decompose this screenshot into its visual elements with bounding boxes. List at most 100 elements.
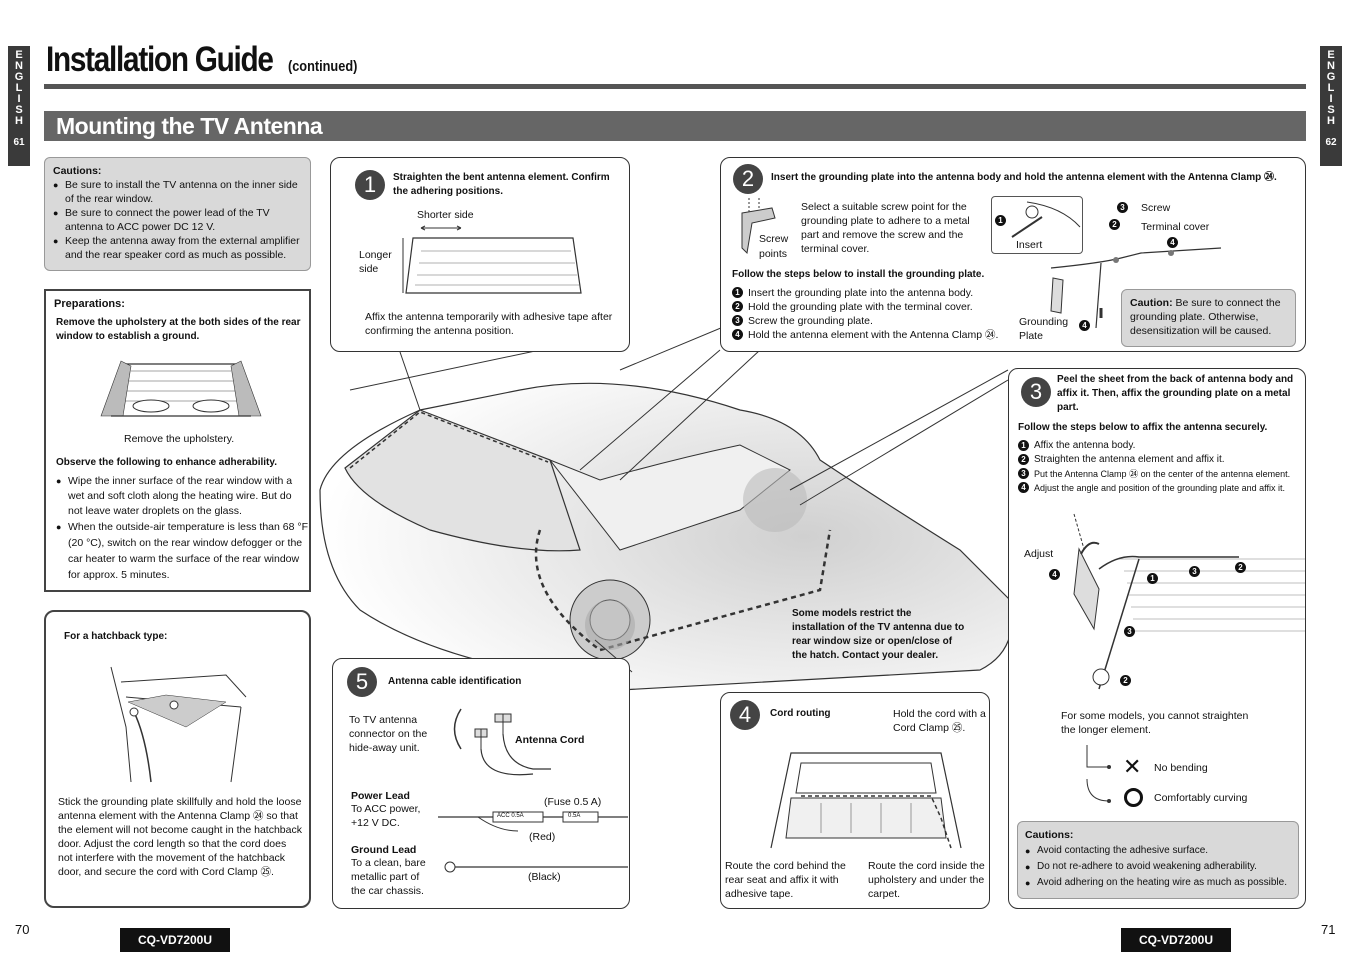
preparations-box: Preparations: Remove the upholstery at t… bbox=[44, 289, 311, 592]
circled-number-icon: 1 bbox=[1018, 440, 1029, 451]
page-title: Installation Guide (continued) bbox=[46, 40, 357, 80]
list-item: Avoid contacting the adhesive surface. bbox=[1025, 843, 1297, 859]
list-item: When the outside-air temperature is less… bbox=[56, 519, 308, 583]
acc-label: ACC 0.5A bbox=[497, 813, 524, 819]
circled-number-icon: 2 bbox=[1109, 219, 1120, 230]
step2-select-text: Select a suitable screw point for the gr… bbox=[801, 201, 970, 255]
lang-letters: E N G L I S H bbox=[1326, 49, 1336, 127]
caution-text: Be sure to connect the grounding plate. … bbox=[1130, 297, 1281, 337]
model-label-right: CQ-VD7200U bbox=[1121, 928, 1231, 952]
antenna-cord-label: Antenna Cord bbox=[515, 734, 585, 746]
step-number-icon: 5 bbox=[347, 667, 377, 697]
list-item: Be sure to connect the power lead of the… bbox=[53, 206, 307, 234]
caution-head: Caution: bbox=[1130, 297, 1173, 309]
shorter-side-label: Shorter side bbox=[417, 209, 474, 221]
screw-points-label: Screw points bbox=[759, 233, 789, 260]
step1-text: Affix the antenna temporarily with adhes… bbox=[365, 311, 613, 337]
list-item-text: Put the Antenna Clamp ㉔ on the center of… bbox=[1034, 469, 1291, 479]
fuse-small-label: 0.5A bbox=[568, 813, 581, 819]
circled-number-icon: 2 bbox=[1120, 675, 1131, 686]
title-text: Installation Guide bbox=[46, 40, 274, 79]
page-number-right: 71 bbox=[1321, 922, 1336, 937]
list-item: 1 Affix the antenna body. bbox=[1018, 439, 1308, 453]
to-tv-text: To TV antenna connector on the hide-away… bbox=[349, 714, 428, 754]
title-continued: (continued) bbox=[287, 58, 358, 75]
list-item-text: Insert the grounding plate into the ante… bbox=[748, 287, 974, 299]
circled-number-icon: 4 bbox=[1049, 569, 1060, 580]
car-illustration bbox=[319, 319, 1013, 691]
list-item-text: Hold the antenna element with the Antenn… bbox=[748, 329, 999, 341]
models-restrict-note: Some models restrict the installation of… bbox=[792, 608, 965, 661]
power-lead-text: To ACC power, +12 V DC. bbox=[351, 803, 421, 829]
hatchback-box: For a hatchback type: Stick the groundin… bbox=[44, 610, 311, 908]
comfortably-label: Comfortably curving bbox=[1154, 792, 1248, 804]
step-number-icon: 4 bbox=[730, 700, 760, 730]
tab-page-number: 62 bbox=[1325, 137, 1337, 148]
no-bending-label: No bending bbox=[1154, 762, 1208, 774]
circle-icon bbox=[1124, 788, 1143, 807]
list-item: 3 Put the Antenna Clamp ㉔ on the center o… bbox=[1018, 467, 1308, 481]
circled-number-icon: 3 bbox=[1124, 626, 1135, 637]
language-tab-right: E N G L I S H 62 bbox=[1320, 46, 1342, 166]
hatchback-heading: For a hatchback type: bbox=[64, 631, 168, 642]
step2-follow: Follow the steps below to install the gr… bbox=[732, 269, 985, 280]
step-number-icon: 3 bbox=[1021, 377, 1051, 407]
list-item-text: Affix the antenna body. bbox=[1034, 440, 1136, 451]
step3-box: 3 Peel the sheet from the back of antenn… bbox=[1008, 368, 1306, 909]
list-item-text: Hold the grounding plate with the termin… bbox=[748, 301, 973, 313]
step3-list: 1 Affix the antenna body. 2 Straighten the… bbox=[1018, 439, 1308, 495]
step2-caution-box: Caution: Be sure to connect the groundin… bbox=[1121, 289, 1296, 347]
list-item-text: Screw the grounding plate. bbox=[748, 315, 873, 327]
circled-number-icon: 3 bbox=[1189, 566, 1200, 577]
red-label: (Red) bbox=[529, 831, 556, 843]
antenna-cord-figure bbox=[453, 708, 551, 776]
circled-number-icon: 2 bbox=[1235, 562, 1246, 573]
terminal-cover-label: Terminal cover bbox=[1141, 221, 1210, 233]
list-item-text: Adjust the angle and position of the gro… bbox=[1034, 483, 1286, 493]
circled-number-icon: 4 bbox=[1018, 482, 1029, 493]
preparations-heading: Preparations: bbox=[54, 298, 125, 310]
step-number-icon: 1 bbox=[355, 170, 385, 200]
power-lead-label: Power Lead bbox=[351, 790, 410, 802]
models-note: For some models, you cannot straighten t… bbox=[1061, 710, 1249, 736]
step4-box: 4 Cord routing Hold the cord with a Cord… bbox=[720, 692, 990, 909]
route-behind-text: Route the cord behind the rear seat and … bbox=[725, 860, 846, 900]
screw-points-figure bbox=[741, 198, 776, 255]
step1-box: 1 Straighten the bent antenna element. C… bbox=[330, 157, 630, 352]
language-tab-left: E N G L I S H 61 bbox=[8, 46, 30, 166]
circled-number-icon: 3 bbox=[1117, 202, 1128, 213]
hatchback-figure bbox=[110, 666, 247, 783]
step5-heading: Antenna cable identification bbox=[388, 676, 522, 687]
list-item: Be sure to install the TV antenna on the… bbox=[53, 178, 307, 206]
title-rule bbox=[44, 84, 1306, 89]
adjust-label: Adjust bbox=[1024, 548, 1054, 560]
ground-lead-label: Ground Lead bbox=[351, 844, 417, 856]
circled-number-icon: 3 bbox=[1018, 468, 1029, 479]
cord-routing-figure bbox=[770, 752, 962, 849]
list-item: 4 Adjust the angle and position of the gr… bbox=[1018, 481, 1308, 495]
step4-heading: Cord routing bbox=[770, 708, 831, 719]
circled-number-icon: 2 bbox=[1018, 454, 1029, 465]
fuse-label: (Fuse 0.5 A) bbox=[544, 796, 602, 808]
black-label: (Black) bbox=[528, 871, 561, 883]
observe-heading: Observe the following to enhance adherab… bbox=[56, 457, 277, 468]
ground-lead-text: To a clean, bare metallic part of the ca… bbox=[351, 857, 426, 897]
step3-follow: Follow the steps below to affix the ante… bbox=[1018, 422, 1268, 433]
list-item: Do not re-adhere to avoid weakening adhe… bbox=[1025, 859, 1297, 875]
cautions-heading: Cautions: bbox=[1025, 829, 1074, 841]
circled-number-icon: 1 bbox=[995, 215, 1006, 226]
bending-figure bbox=[1086, 745, 1111, 803]
cross-icon: ✕ bbox=[1123, 754, 1142, 779]
insert-detail-drawing bbox=[1011, 201, 1081, 238]
list-item-text: Straighten the antenna element and affix… bbox=[1034, 454, 1225, 465]
cautions-list: Be sure to install the TV antenna on the… bbox=[53, 178, 307, 262]
circled-number-icon: 4 bbox=[1079, 320, 1090, 331]
model-label-left: CQ-VD7200U bbox=[120, 928, 230, 952]
cautions-heading: Cautions: bbox=[53, 165, 102, 177]
observe-list: Wipe the inner surface of the rear windo… bbox=[56, 474, 308, 583]
figure-caption: Remove the upholstery. bbox=[124, 433, 235, 445]
screw-label: Screw bbox=[1141, 202, 1171, 214]
section-title: Mounting the TV Antenna bbox=[44, 111, 1306, 141]
